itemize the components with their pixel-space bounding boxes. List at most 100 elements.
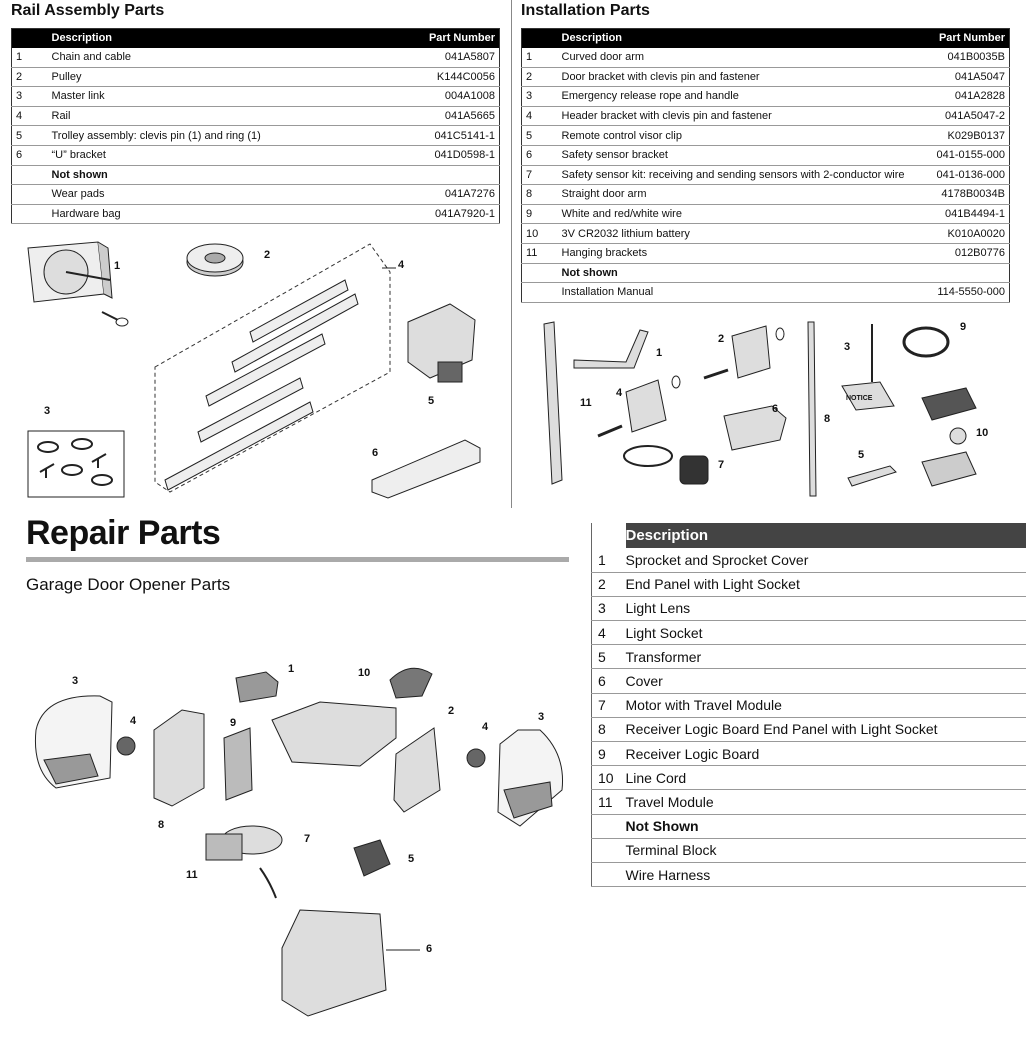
install-callout-2: 2 bbox=[718, 333, 724, 345]
rail-num-cell: 4 bbox=[11, 106, 48, 127]
install-desc-cell: Door bracket with clevis pin and fastene… bbox=[557, 67, 929, 88]
line-cord-drawing: 10 bbox=[358, 667, 433, 699]
repair-num-cell: 6 bbox=[591, 668, 626, 694]
install-pn-cell: 041B4494-1 bbox=[928, 204, 1010, 225]
straight-door-arm-drawing: 8 bbox=[807, 321, 830, 497]
repair-callout-1: 1 bbox=[288, 663, 294, 675]
repair-parts-title: Repair Parts bbox=[26, 514, 221, 552]
column-divider bbox=[511, 0, 512, 508]
install-pn-cell: 012B0776 bbox=[928, 243, 1010, 264]
install-pn-cell: 041A5047 bbox=[928, 67, 1010, 88]
rail-assembly-illustration: 1 2 4 5 6 3 bbox=[27, 241, 481, 499]
repair-row: Not Shown bbox=[591, 814, 1026, 839]
visor-clip-drawing: 5 bbox=[847, 449, 897, 487]
install-num-cell: 6 bbox=[521, 145, 558, 166]
repair-num-cell: 10 bbox=[591, 765, 626, 791]
install-num-cell: 10 bbox=[521, 223, 558, 244]
receiver-end-panel-drawing: 8 bbox=[153, 709, 205, 831]
rail-num-cell: 3 bbox=[11, 86, 48, 107]
rail-callout-6: 6 bbox=[372, 447, 378, 459]
receiver-board-drawing: 9 bbox=[223, 717, 253, 801]
install-callout-7: 7 bbox=[718, 459, 724, 471]
install-desc-cell: 3V CR2032 lithium battery bbox=[557, 223, 929, 244]
rail-desc-cell: Master link bbox=[47, 86, 385, 107]
install-pn-cell: 041A5047-2 bbox=[928, 106, 1010, 127]
install-desc-cell: Safety sensor bracket bbox=[557, 145, 929, 166]
curved-door-arm-drawing: 1 bbox=[573, 329, 662, 369]
install-num-header bbox=[521, 28, 558, 48]
rail-pn-cell: K144C0056 bbox=[384, 67, 500, 88]
opener-exploded-illustration: 3 4 8 9 1 10 2 4 3 bbox=[34, 663, 564, 1017]
chain-and-cable-drawing: 1 bbox=[27, 241, 129, 327]
rail-pn-cell: 041A7920-1 bbox=[384, 204, 500, 225]
repair-row: Terminal Block bbox=[591, 838, 1026, 863]
repair-num-cell: 5 bbox=[591, 644, 626, 670]
install-num-cell bbox=[521, 263, 558, 284]
repair-num-cell: 1 bbox=[591, 548, 626, 573]
rail-num-cell bbox=[11, 204, 48, 225]
header-bracket-drawing: 4 bbox=[597, 375, 681, 438]
chassis-plate-drawing bbox=[271, 701, 397, 767]
light-lens-right-drawing: 3 bbox=[497, 711, 564, 827]
repair-subtitle: Garage Door Opener Parts bbox=[26, 575, 231, 594]
light-socket-right-drawing: 4 bbox=[466, 721, 489, 768]
install-pn-header: Part Number bbox=[928, 28, 1010, 48]
rail-num-cell: 5 bbox=[11, 125, 48, 146]
repair-num-cell: 2 bbox=[591, 572, 626, 597]
install-num-cell: 9 bbox=[521, 204, 558, 225]
install-callout-11: 11 bbox=[580, 397, 592, 409]
repair-callout-7: 7 bbox=[304, 833, 310, 845]
install-num-cell: 3 bbox=[521, 86, 558, 107]
repair-num-cell: 9 bbox=[591, 741, 626, 767]
repair-num-cell: 8 bbox=[591, 717, 626, 743]
repair-desc-cell: Cover bbox=[625, 668, 1026, 694]
install-callout-8: 8 bbox=[824, 413, 830, 425]
rail-callout-3: 3 bbox=[44, 405, 50, 417]
repair-desc-cell: Sprocket and Sprocket Cover bbox=[625, 548, 1026, 573]
install-desc-header: Description bbox=[557, 28, 929, 48]
transformer-drawing: 5 bbox=[353, 839, 414, 877]
trolley-drawing: 5 bbox=[407, 303, 476, 407]
rail-pn-cell bbox=[384, 165, 500, 186]
rail-desc-cell: “U” bracket bbox=[47, 145, 385, 166]
install-num-cell: 11 bbox=[521, 243, 558, 264]
repair-num-cell bbox=[591, 862, 626, 888]
rail-row: Not shown bbox=[11, 165, 500, 186]
install-desc-cell: Remote control visor clip bbox=[557, 125, 929, 146]
repair-desc-cell: Terminal Block bbox=[625, 838, 1026, 863]
repair-desc-cell: Light Socket bbox=[625, 620, 1026, 646]
repair-desc-cell: Line Cord bbox=[625, 765, 1026, 791]
repair-num-cell: 11 bbox=[591, 789, 626, 815]
repair-num-cell bbox=[591, 814, 626, 839]
remote-control-drawing: 10 bbox=[921, 387, 988, 487]
repair-callout-4a: 4 bbox=[130, 715, 137, 727]
repair-title-rule bbox=[26, 557, 569, 562]
rail-callout-4: 4 bbox=[398, 259, 405, 271]
install-num-cell: 8 bbox=[521, 184, 558, 205]
repair-num-cell: 4 bbox=[591, 620, 626, 646]
repair-desc-cell: Receiver Logic Board bbox=[625, 741, 1026, 767]
install-callout-6: 6 bbox=[772, 403, 778, 415]
install-desc-cell: Emergency release rope and handle bbox=[557, 86, 929, 107]
safety-sensor-bracket-drawing: 6 bbox=[723, 403, 787, 451]
notice-label: NOTICE bbox=[846, 395, 873, 402]
rail-desc-cell: Chain and cable bbox=[47, 47, 385, 68]
repair-callout-2: 2 bbox=[448, 705, 454, 717]
repair-row: Wire Harness bbox=[591, 862, 1026, 888]
repair-callout-9: 9 bbox=[230, 717, 236, 729]
